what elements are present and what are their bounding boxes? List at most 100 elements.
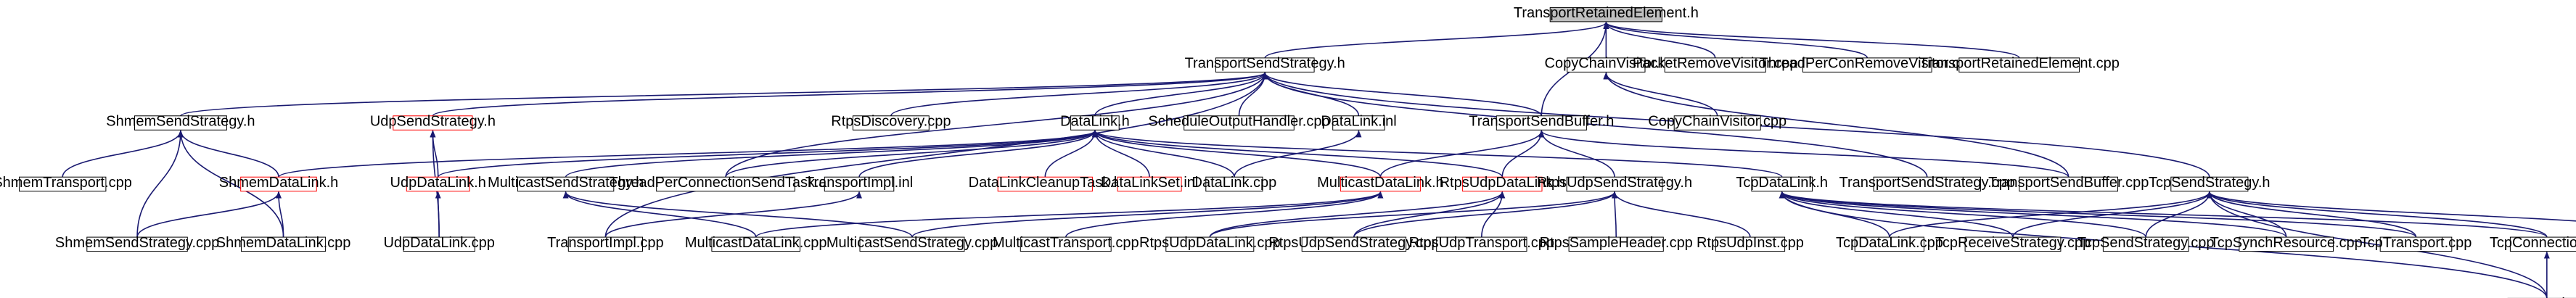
graph-node-tre[interactable]: TransportRetainedElement.h	[1514, 5, 1699, 22]
node-box-tcpss[interactable]	[2170, 176, 2249, 192]
node-box-tcpdlcpp[interactable]	[1854, 236, 1924, 252]
graph-node-mdl[interactable]: MulticastDataLink.h	[1317, 175, 1444, 192]
graph-node-mdlcpp[interactable]: MulticastDataLink.cpp	[685, 235, 827, 252]
graph-node-shss[interactable]: ShmemSendStrategy.h	[106, 114, 255, 131]
node-box-shdl[interactable]	[240, 176, 317, 192]
graph-node-tcpsscpp[interactable]: TcpSendStrategy.cpp	[2077, 235, 2215, 252]
graph-node-mss[interactable]: MulticastSendStrategy.h	[488, 175, 644, 192]
node-box-tcpsscpp[interactable]	[2102, 236, 2189, 252]
graph-node-rshcpp[interactable]: RtpsSampleHeader.cpp	[1540, 235, 1693, 252]
dependency-edge-tcpdl-to-dl	[1092, 130, 1783, 178]
node-box-tcptcpp[interactable]	[2379, 236, 2453, 252]
graph-node-dl[interactable]: DataLink.h	[1060, 114, 1130, 131]
graph-node-tcpsrcpp[interactable]: TcpSynchResource.cpp	[2210, 235, 2363, 252]
graph-node-dlcpp[interactable]: DataLink.cpp	[1192, 175, 1277, 192]
graph-node-trecpp[interactable]: TransportRetainedElement.cpp	[1919, 56, 2120, 73]
node-box-mdlcpp[interactable]	[711, 236, 801, 252]
node-box-tsb[interactable]	[1496, 115, 1587, 131]
node-box-tsbcpp[interactable]	[2019, 176, 2119, 192]
node-box-tsscpp[interactable]	[1873, 176, 1981, 192]
node-box-shsscpp[interactable]	[86, 236, 188, 252]
graph-node-tcpdl[interactable]: TcpDataLink.h	[1736, 175, 1828, 192]
node-box-shdlcpp[interactable]	[241, 236, 327, 252]
graph-node-ccv[interactable]: CopyChainVisitor.h	[1545, 56, 1668, 73]
node-box-dlinl[interactable]	[1332, 115, 1385, 131]
graph-node-shdlcpp[interactable]: ShmemDataLink.cpp	[216, 235, 351, 252]
node-box-dlcpp[interactable]	[1205, 176, 1263, 192]
node-box-tpcst[interactable]	[656, 176, 795, 192]
node-box-tpcrv[interactable]	[1802, 57, 1932, 73]
graph-node-rudl[interactable]: RtpsUdpDataLink.h	[1440, 175, 1565, 192]
node-box-rudlcpp[interactable]	[1165, 236, 1255, 252]
node-box-shss[interactable]	[134, 115, 227, 131]
graph-node-udpdl[interactable]: UdpDataLink.h	[390, 175, 486, 192]
graph-node-ruicpp[interactable]: RtpsUdpInst.cpp	[1697, 235, 1804, 252]
graph-node-tcprscpp[interactable]: TcpReceiveStrategy.cpp	[1935, 235, 2091, 252]
graph-node-rudlcpp[interactable]: RtpsUdpDataLink.cpp	[1139, 235, 1281, 252]
graph-node-dlct[interactable]: DataLinkCleanupTask.h	[969, 175, 1122, 192]
node-box-ccv[interactable]	[1567, 57, 1646, 73]
graph-node-tcpccpp[interactable]: TcpConnection.cpp	[2485, 296, 2576, 298]
node-box-rutcpp[interactable]	[1436, 236, 1527, 252]
node-box-tre[interactable]	[1549, 7, 1662, 22]
graph-node-russ[interactable]: RtpsUdpSendStrategy.h	[1537, 175, 1692, 192]
node-box-tcpsrcpp[interactable]	[2239, 236, 2334, 252]
node-box-trecpp[interactable]	[1958, 57, 2080, 73]
node-box-msscpp[interactable]	[859, 236, 965, 252]
node-box-mss[interactable]	[517, 176, 615, 192]
node-box-tcpdl[interactable]	[1751, 176, 1813, 192]
graph-node-tcpss[interactable]: TcpSendStrategy.h	[2149, 175, 2271, 192]
node-box-soh[interactable]	[1184, 115, 1295, 131]
node-box-rudl[interactable]	[1462, 176, 1543, 192]
node-box-dlct[interactable]	[997, 176, 1093, 192]
graph-node-tsscpp[interactable]: TransportSendStrategy.cpp	[1839, 175, 2015, 192]
graph-node-shsscpp[interactable]: ShmemSendStrategy.cpp	[55, 235, 219, 252]
node-box-tcpcinl[interactable]	[2509, 236, 2576, 252]
graph-node-rutcpp[interactable]: RtpsUdpTransport.cpp	[1409, 235, 1554, 252]
dependency-edge-tiinl-to-dl	[858, 130, 1098, 178]
node-box-udpss[interactable]	[393, 115, 473, 131]
graph-node-tsb[interactable]: TransportSendBuffer.h	[1469, 114, 1614, 131]
graph-node-shtcpp[interactable]: ShmemTransport.cpp	[0, 175, 132, 192]
node-box-russ[interactable]	[1566, 176, 1663, 192]
graph-node-msscpp[interactable]: MulticastSendStrategy.cpp	[826, 235, 998, 252]
graph-node-ticpp[interactable]: TransportImpl.cpp	[547, 235, 664, 252]
graph-node-tiinl[interactable]: TransportImpl.inl	[805, 175, 913, 192]
graph-node-prv[interactable]: PacketRemoveVisitor.cpp	[1633, 56, 1798, 73]
graph-node-udpdlcpp[interactable]: UdpDataLink.cpp	[383, 235, 495, 252]
node-box-udpdl[interactable]	[406, 176, 470, 192]
graph-node-tpcst[interactable]: ThreadPerConnectionSendTask.cpp	[609, 175, 842, 192]
node-box-ticpp[interactable]	[567, 236, 643, 252]
node-box-tiinl[interactable]	[824, 176, 895, 192]
node-box-udpdlcpp[interactable]	[403, 236, 475, 252]
graph-node-tss[interactable]: TransportSendStrategy.h	[1185, 56, 1345, 73]
node-box-prv[interactable]	[1664, 57, 1766, 73]
graph-node-udpss[interactable]: UdpSendStrategy.h	[370, 114, 496, 131]
graph-node-tcptcpp[interactable]: TcpTransport.cpp	[2360, 235, 2472, 252]
graph-node-ccvcpp[interactable]: CopyChainVisitor.cpp	[1648, 114, 1787, 131]
graph-node-mtcpp[interactable]: MulticastTransport.cpp	[993, 235, 1139, 252]
graph-node-russcpp[interactable]: RtpsUdpSendStrategy.cpp	[1268, 235, 1440, 252]
node-box-ccvcpp[interactable]	[1673, 115, 1761, 131]
node-box-rshcpp[interactable]	[1568, 236, 1664, 252]
node-box-shtcpp[interactable]	[19, 176, 107, 192]
graph-node-tpcrv[interactable]: ThreadPerConRemoveVisitor.cpp	[1760, 56, 1976, 73]
node-box-tcprscpp[interactable]	[1964, 236, 2062, 252]
graph-node-tcpdlcpp[interactable]: TcpDataLink.cpp	[1836, 235, 1943, 252]
graph-node-rtpsd[interactable]: RtpsDiscovery.cpp	[831, 114, 951, 131]
graph-node-dlset[interactable]: DataLinkSet.inl	[1101, 175, 1199, 192]
node-box-mdl[interactable]	[1340, 176, 1421, 192]
node-box-rtpsd[interactable]	[852, 115, 930, 131]
node-box-tss[interactable]	[1215, 57, 1315, 73]
node-box-ruicpp[interactable]	[1715, 236, 1786, 252]
node-box-russcpp[interactable]	[1301, 236, 1407, 252]
node-box-dlset[interactable]	[1117, 176, 1182, 192]
graph-node-soh[interactable]: ScheduleOutputHandler.cpp	[1148, 114, 1330, 131]
dependency-edge-tpcrv-to-tre	[1603, 21, 1869, 59]
node-box-mtcpp[interactable]	[1020, 236, 1112, 252]
graph-node-dlinl[interactable]: DataLink.inl	[1321, 114, 1397, 131]
graph-node-shdl[interactable]: ShmemDataLink.h	[219, 175, 339, 192]
node-box-dl[interactable]	[1070, 115, 1120, 131]
graph-node-tcpcinl[interactable]: TcpConnection.inl	[2490, 235, 2576, 252]
graph-node-tsbcpp[interactable]: TransportSendBuffer.cpp	[1988, 175, 2149, 192]
